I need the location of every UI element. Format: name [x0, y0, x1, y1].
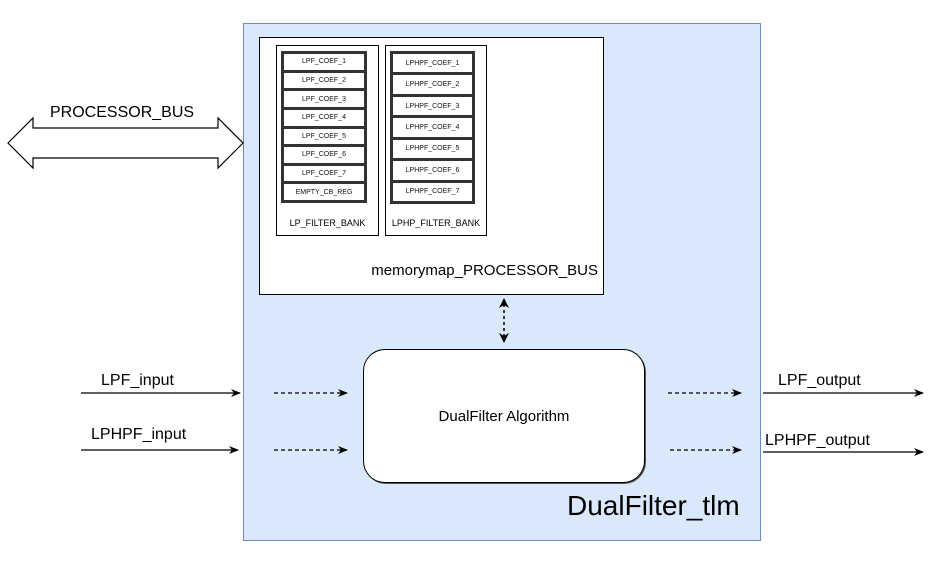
- register: LPF_COEF_5: [284, 128, 364, 145]
- memmap-algo-arrow-up: [499, 298, 509, 308]
- lphpf-input-label: LPHPF_input: [91, 426, 187, 443]
- register: LPHPF_COEF_1: [393, 54, 472, 73]
- register: LPF_COEF_6: [284, 147, 364, 163]
- algorithm-label: DualFilter Algorithm: [438, 407, 570, 425]
- register: LPF_COEF_3: [284, 91, 364, 107]
- lpf-output-label: LPF_output: [778, 372, 861, 389]
- register: LPF_COEF_4: [284, 109, 364, 126]
- register: LPF_COEF_7: [284, 165, 364, 182]
- processor-bus-arrow: [7, 116, 244, 170]
- register: LPHPF_COEF_2: [393, 75, 472, 94]
- register: LPHPF_COEF_7: [393, 182, 472, 201]
- register: LPHPF_COEF_5: [393, 139, 472, 159]
- processor-bus-label: PROCESSOR_BUS: [50, 104, 195, 121]
- register: LPF_COEF_2: [284, 72, 364, 89]
- bank-label: LPHP_FILTER_BANK: [391, 218, 481, 228]
- register: LPHPF_COEF_6: [393, 161, 472, 180]
- lphp-filter-bank: LPHPF_COEF_1 LPHPF_COEF_2 LPHPF_COEF_3 L…: [385, 45, 487, 236]
- dualfilter-algorithm-block: DualFilter Algorithm: [363, 349, 645, 483]
- memory-map-label: memorymap_PROCESSOR_BUS: [371, 262, 598, 279]
- memmap-algo-arrow-down: [499, 333, 509, 343]
- module-label: DualFilter_tlm: [567, 490, 740, 521]
- register-stack: LPHPF_COEF_1 LPHPF_COEF_2 LPHPF_COEF_3 L…: [390, 51, 475, 204]
- lp-filter-bank: LPF_COEF_1 LPF_COEF_2 LPF_COEF_3 LPF_COE…: [276, 45, 379, 236]
- bank-label: LP_FILTER_BANK: [289, 218, 366, 228]
- register: LPF_COEF_1: [284, 54, 364, 70]
- lphpf-output-label: LPHPF_output: [765, 432, 870, 449]
- register: EMPTY_CB_REG: [284, 184, 364, 200]
- register-stack: LPF_COEF_1 LPF_COEF_2 LPF_COEF_3 LPF_COE…: [281, 51, 367, 203]
- register: LPHPF_COEF_3: [393, 96, 472, 116]
- register: LPHPF_COEF_4: [393, 118, 472, 137]
- lpf-input-label: LPF_input: [101, 372, 174, 389]
